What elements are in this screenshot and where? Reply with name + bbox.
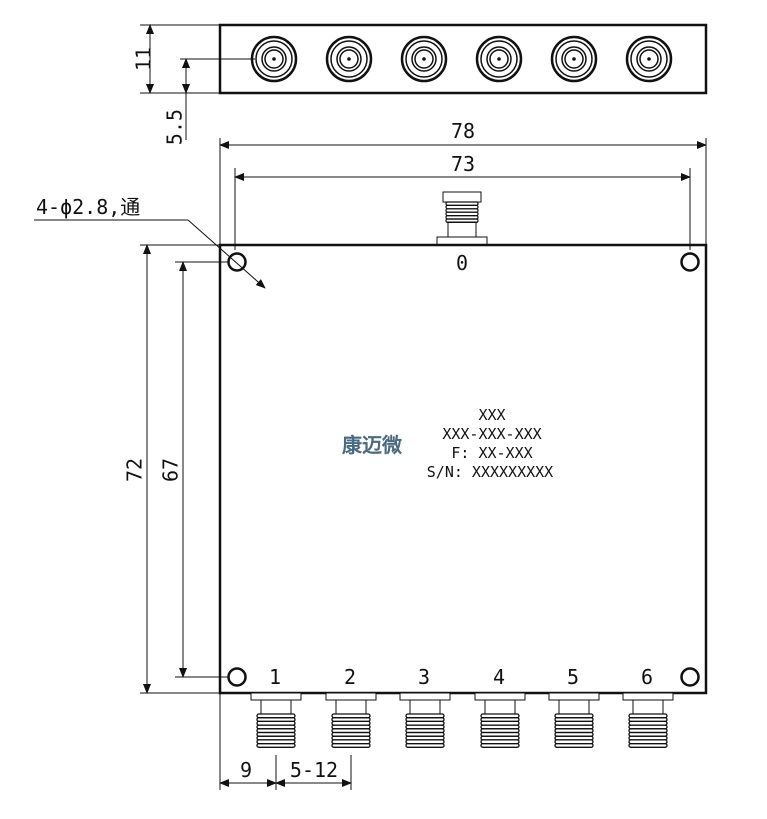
label-frequency: F: XX-XXX: [451, 444, 532, 462]
brand-logo: 康迈微: [342, 433, 402, 457]
top-connector-2: [325, 35, 373, 83]
dim-overall-height: 72: [123, 458, 147, 482]
output-connector-5: 5: [548, 665, 600, 748]
product-label: 康迈微 XXX XXX-XXX-XXX F: XX-XXX S/N: XXXXX…: [342, 406, 553, 481]
port-label-output-3: 3: [418, 665, 430, 689]
port-label-input: 0: [456, 251, 468, 275]
dim-hole-span-y: 67: [159, 458, 183, 482]
top-connector-1: [250, 35, 298, 83]
dim-port-pitch: 5-12: [290, 758, 338, 782]
output-connectors: 1 2 3 4 5 6: [250, 665, 674, 748]
port-label-output-6: 6: [641, 665, 653, 689]
label-model: XXX: [478, 406, 505, 424]
port-label-output-2: 2: [344, 665, 356, 689]
input-connector: 0: [436, 191, 488, 275]
output-connector-6: 6: [622, 665, 674, 748]
top-connector-4: [475, 35, 523, 83]
height-dimensions: 72 67: [123, 244, 228, 694]
dim-overall-width: 78: [451, 119, 475, 143]
bottom-dimensions: 9 5-12: [219, 693, 352, 790]
port-label-output-1: 1: [269, 665, 281, 689]
output-connector-2: 2: [325, 665, 377, 748]
mounting-hole-top-right: [680, 252, 700, 272]
top-connector-6: [625, 35, 673, 83]
port-label-output-5: 5: [567, 665, 579, 689]
output-connector-1: 1: [250, 665, 302, 748]
hole-callout-text: 4-ϕ2.8,通: [36, 195, 140, 219]
top-view-body: [218, 23, 708, 95]
width-dimensions: 78 73: [219, 119, 707, 250]
top-connector-5: [550, 35, 598, 83]
dim-top-offset: 5.5: [163, 109, 187, 145]
mounting-hole-bottom-right: [680, 667, 700, 687]
top-connectors: [250, 35, 673, 83]
label-serial: S/N: XXXXXXXXX: [427, 463, 553, 481]
mounting-hole-bottom-left: [227, 667, 247, 687]
port-label-output-4: 4: [493, 665, 505, 689]
top-view: 11 5.5: [132, 23, 708, 145]
dim-top-height: 11: [132, 47, 156, 71]
dim-hole-span-x: 73: [451, 152, 475, 176]
mounting-hole-top-left: [227, 252, 247, 272]
hole-callout: 4-ϕ2.8,通: [34, 195, 266, 289]
top-connector-3: [400, 35, 448, 83]
dim-edge-to-port: 9: [240, 758, 252, 782]
output-connector-3: 3: [399, 665, 451, 748]
output-connector-4: 4: [474, 665, 526, 748]
label-part-number: XXX-XXX-XXX: [442, 425, 541, 443]
